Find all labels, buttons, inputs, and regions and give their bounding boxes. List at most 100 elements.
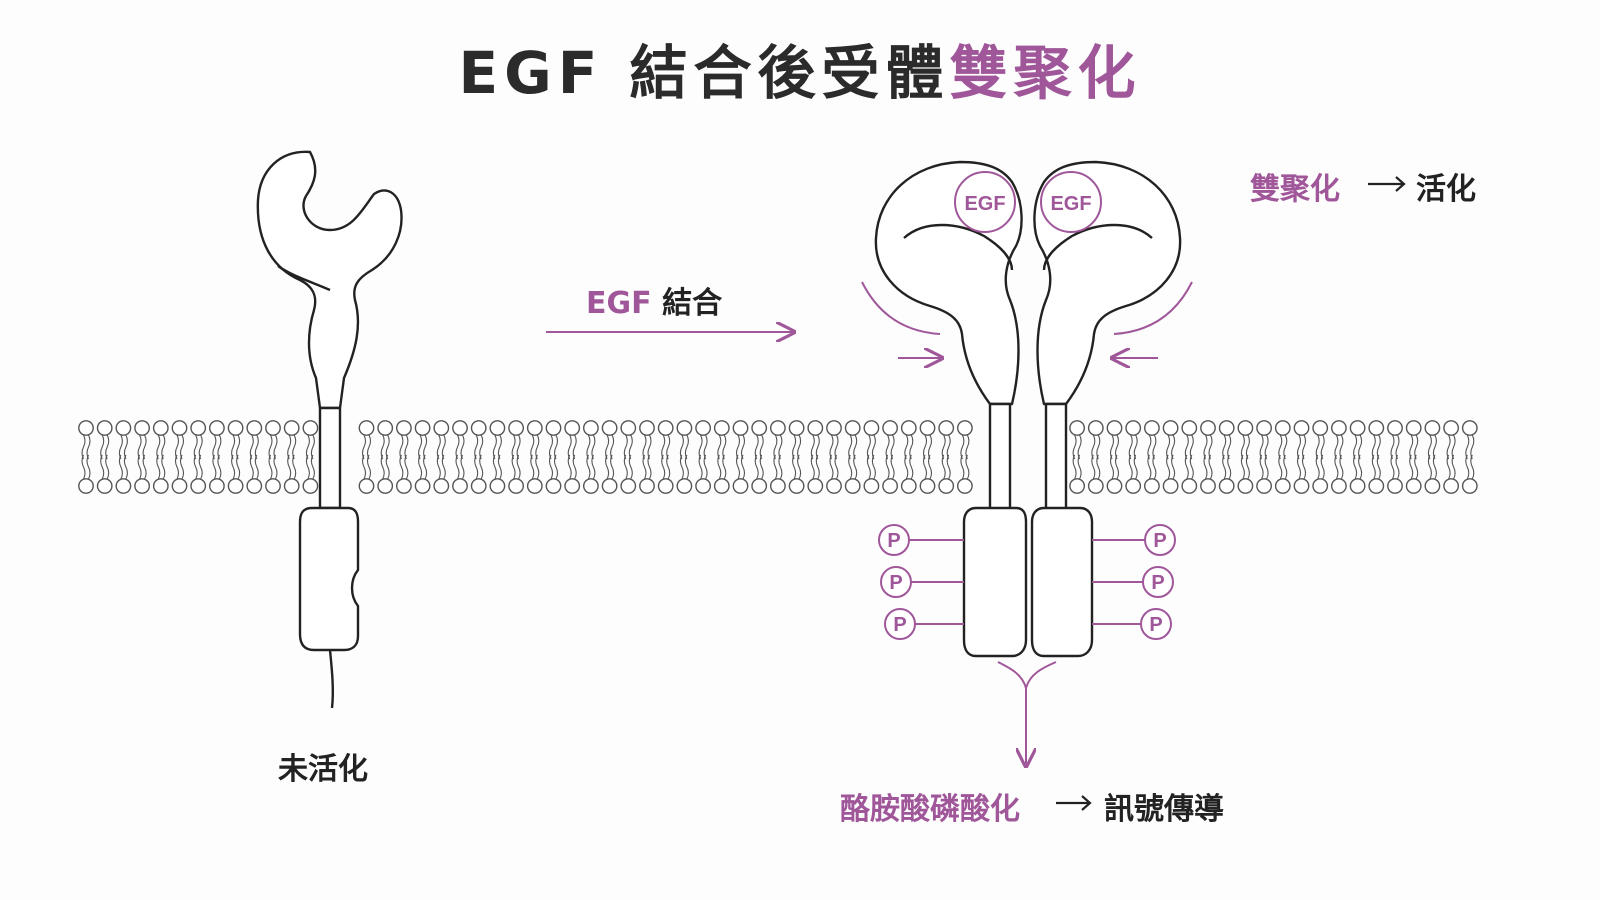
lipid-tail bbox=[198, 454, 203, 480]
lipid-tail bbox=[792, 454, 797, 480]
signal-bracket bbox=[997, 661, 1057, 692]
phospho-label: P bbox=[887, 530, 900, 552]
lipid-tail bbox=[1128, 434, 1133, 460]
lipid-head-outer bbox=[358, 420, 375, 436]
lipid-head-inner bbox=[302, 478, 319, 494]
lipid-tail bbox=[1072, 454, 1077, 480]
lipid-tail bbox=[792, 434, 797, 460]
lipid-tail bbox=[1166, 434, 1171, 460]
phospho-label: P bbox=[893, 614, 906, 636]
lipid-tail bbox=[1301, 454, 1307, 480]
lipid-tail bbox=[236, 454, 241, 480]
lipid-tail bbox=[1114, 454, 1120, 480]
lipid-head-outer bbox=[1443, 420, 1460, 436]
lipid-tail bbox=[941, 434, 946, 460]
lipid-tail bbox=[1245, 434, 1250, 460]
receptor-dimer bbox=[874, 160, 1182, 658]
lipid-tail bbox=[834, 434, 839, 460]
lipid-tail bbox=[1259, 434, 1264, 460]
lipid-head-outer bbox=[1274, 420, 1291, 436]
lipid-head-outer bbox=[433, 420, 450, 436]
lipid-head-inner bbox=[152, 478, 169, 494]
lipid-tail bbox=[1203, 454, 1208, 480]
lipid-tail bbox=[1432, 454, 1437, 480]
lipid-tail bbox=[1189, 454, 1194, 480]
lipid-head-inner bbox=[1274, 478, 1291, 494]
lipid-tail bbox=[666, 454, 671, 480]
lipid-tail bbox=[1133, 434, 1138, 460]
lipid-tail bbox=[535, 454, 540, 480]
lipid-tail bbox=[666, 434, 671, 460]
lipid-tail bbox=[479, 434, 484, 460]
lipid-tail bbox=[754, 454, 759, 480]
lipid-head-outer bbox=[713, 420, 730, 436]
lipid-tail bbox=[922, 454, 928, 480]
lipid-head-outer bbox=[1144, 420, 1160, 436]
lipid-tail bbox=[1376, 434, 1381, 460]
lipid-head-inner bbox=[919, 478, 936, 494]
lipid-tail bbox=[530, 434, 535, 460]
lipid-tail bbox=[1371, 434, 1376, 460]
lipid-tail bbox=[642, 454, 647, 480]
lipid-head-outer bbox=[470, 420, 487, 436]
lipid-tail bbox=[1264, 434, 1269, 460]
egf-binding-label: EGF 結合 bbox=[586, 278, 722, 322]
lipid-head-outer bbox=[1256, 420, 1273, 436]
lipid-tail bbox=[418, 434, 423, 460]
lipid-tail bbox=[137, 434, 142, 460]
lipid-head-outer bbox=[1424, 420, 1441, 436]
lipid-head-inner bbox=[844, 478, 861, 494]
lipid-tail bbox=[810, 434, 815, 460]
lipid-tail bbox=[399, 434, 404, 460]
lipid-head-outer bbox=[900, 420, 917, 436]
lipid-tail bbox=[965, 434, 970, 460]
lipid-head-inner bbox=[526, 478, 543, 494]
lipid-tail bbox=[198, 434, 203, 460]
lipid-tail bbox=[1414, 454, 1419, 480]
lipid-tail bbox=[1427, 434, 1432, 460]
dimerization-label: 雙聚化 bbox=[1250, 172, 1340, 207]
lipid-tail bbox=[161, 434, 166, 460]
lipid-tail bbox=[100, 434, 105, 460]
lipid-tail bbox=[86, 454, 91, 480]
lipid-head-outer bbox=[863, 420, 880, 436]
lipid-tail bbox=[1446, 454, 1451, 480]
phospho-label: P bbox=[889, 572, 902, 594]
lipid-head-outer bbox=[564, 420, 581, 436]
lipid-tail bbox=[703, 454, 708, 480]
lipid-tail bbox=[1315, 454, 1320, 480]
lipid-head-inner bbox=[414, 478, 431, 494]
lipid-tail bbox=[1203, 434, 1208, 460]
lipid-head-inner bbox=[1200, 478, 1216, 494]
lipid-tail bbox=[1096, 434, 1101, 460]
lipid-tail bbox=[904, 434, 909, 460]
lipid-tail bbox=[254, 434, 259, 460]
lipid-head-outer bbox=[1312, 420, 1329, 436]
lipid-tail bbox=[1240, 434, 1245, 460]
lipid-tail bbox=[249, 434, 254, 460]
title-main: EGF 結合後受體 bbox=[458, 39, 950, 107]
lipid-tail bbox=[1390, 454, 1395, 480]
lipid-tail bbox=[628, 434, 633, 460]
lipid-head-outer bbox=[919, 420, 936, 436]
lipid-tail bbox=[1427, 454, 1432, 480]
lipid-tail bbox=[684, 454, 689, 480]
lipid-tail bbox=[553, 454, 559, 480]
lipid-tail bbox=[105, 454, 110, 480]
lipid-tail bbox=[1358, 454, 1363, 480]
lipid-tail bbox=[1072, 434, 1077, 460]
lipid-tail bbox=[1409, 434, 1414, 460]
phospho-site bbox=[880, 566, 912, 598]
lipid-tail bbox=[1114, 434, 1120, 460]
lipid-tail bbox=[1315, 434, 1320, 460]
lipid-tail bbox=[703, 434, 708, 460]
lipid-tail bbox=[455, 454, 460, 480]
lipid-head-inner bbox=[732, 478, 749, 494]
lipid-tail bbox=[848, 434, 853, 460]
lipid-head-inner bbox=[713, 478, 730, 494]
lipid-head-outer bbox=[545, 420, 562, 436]
lipid-head-outer bbox=[414, 420, 431, 436]
lipid-head-inner bbox=[1293, 478, 1310, 494]
lipid-tail bbox=[698, 454, 703, 480]
